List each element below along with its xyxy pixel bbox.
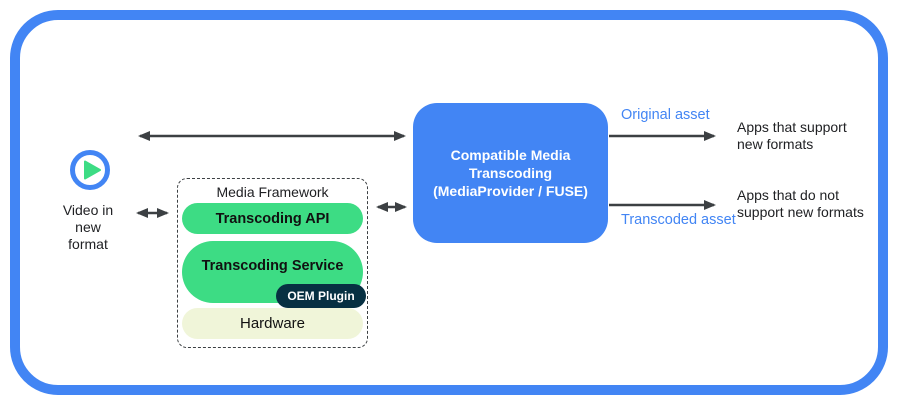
transcoded-asset-label: Transcoded asset (621, 212, 736, 228)
apps-no-support-text: Apps that do not support new formats (737, 187, 864, 220)
transcoding-api-pill: Transcoding API (182, 203, 363, 234)
original-asset-label: Original asset (621, 107, 710, 123)
outer-frame (10, 10, 888, 395)
transcoder-title: Compatible Media Transcoding (MediaProvi… (433, 147, 588, 199)
oem-plugin-label: OEM Plugin (287, 289, 355, 303)
oem-plugin-pill: OEM Plugin (276, 284, 366, 308)
hardware-pill: Hardware (182, 308, 363, 339)
transcoding-service-label: Transcoding Service (201, 258, 344, 274)
transcoder-box: Compatible Media Transcoding (MediaProvi… (413, 103, 608, 243)
play-video-icon (70, 150, 110, 190)
media-framework-title: Media Framework (216, 184, 329, 200)
hardware-label: Hardware (239, 315, 306, 332)
transcoding-api-label: Transcoding API (215, 210, 330, 227)
media-framework-box: Media Framework Transcoding API Transcod… (177, 178, 368, 348)
video-source-label: Video in new format (62, 202, 114, 252)
apps-support-text: Apps that support new formats (737, 119, 847, 152)
